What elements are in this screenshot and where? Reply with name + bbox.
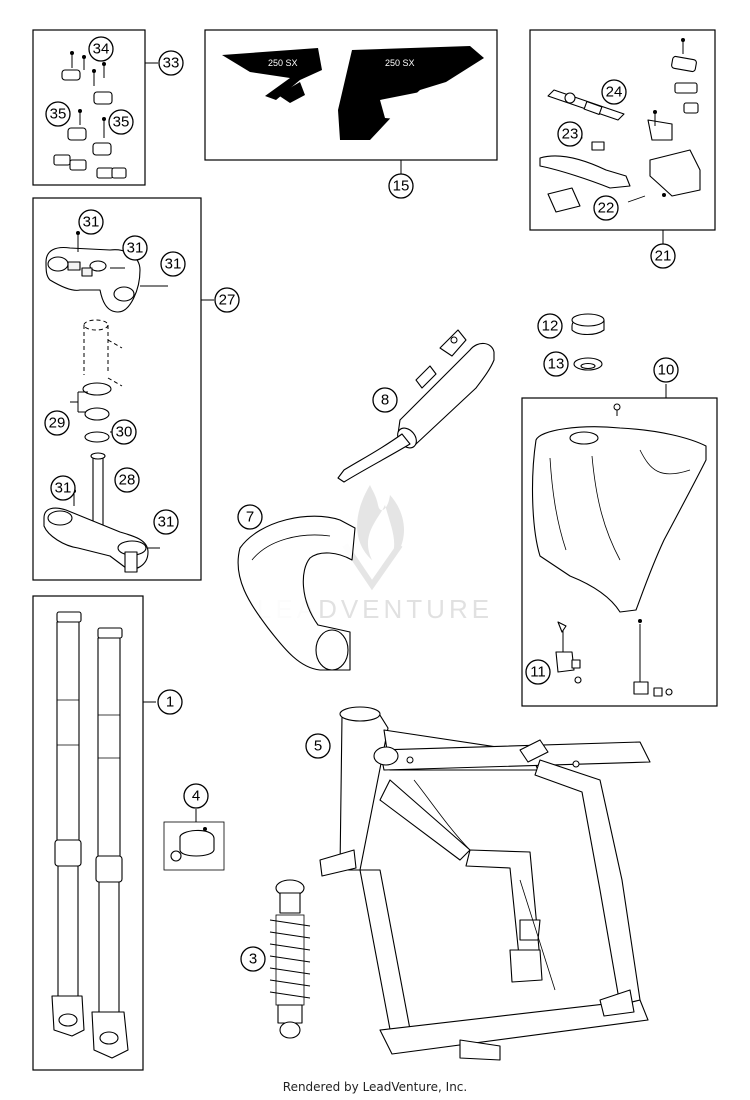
callout-5: 5 bbox=[305, 733, 331, 759]
callout-29: 29 bbox=[44, 410, 70, 436]
svg-text:10: 10 bbox=[658, 362, 675, 379]
lower-triple-clamp bbox=[43, 452, 160, 573]
svg-text:31: 31 bbox=[158, 514, 175, 531]
callout-22: 22 bbox=[593, 195, 619, 221]
svg-text:8: 8 bbox=[381, 392, 389, 409]
svg-text:5: 5 bbox=[314, 738, 322, 755]
fork-left bbox=[51, 611, 85, 1037]
svg-text:12: 12 bbox=[542, 318, 559, 335]
svg-text:3: 3 bbox=[249, 951, 257, 968]
svg-text:31: 31 bbox=[165, 256, 182, 273]
callout-10: 10 bbox=[653, 357, 679, 383]
frame bbox=[319, 706, 651, 1061]
fuel-tap bbox=[555, 621, 582, 684]
svg-text:4: 4 bbox=[192, 788, 200, 805]
box-lever bbox=[529, 29, 716, 231]
svg-text:31: 31 bbox=[83, 214, 100, 231]
svg-text:28: 28 bbox=[119, 472, 136, 489]
fork-clamp-part bbox=[163, 809, 225, 871]
svg-text:29: 29 bbox=[49, 415, 66, 432]
callout-27: 27 bbox=[214, 287, 240, 313]
upper-triple-clamp bbox=[45, 231, 168, 313]
decal-left-text: 250 SX bbox=[268, 58, 298, 68]
svg-text:22: 22 bbox=[598, 200, 615, 217]
svg-text:27: 27 bbox=[219, 292, 236, 309]
svg-text:1: 1 bbox=[166, 694, 174, 711]
box-forks bbox=[32, 595, 144, 1071]
svg-text:35: 35 bbox=[50, 106, 67, 123]
callout-31-top: 31 bbox=[78, 209, 104, 235]
callout-15: 15 bbox=[388, 173, 414, 199]
steering-stem-dashed bbox=[83, 319, 123, 387]
svg-text:15: 15 bbox=[393, 178, 410, 195]
callout-8: 8 bbox=[372, 387, 398, 413]
svg-text:7: 7 bbox=[246, 509, 254, 526]
callout-11: 11 bbox=[525, 659, 551, 685]
svg-text:35: 35 bbox=[113, 114, 130, 131]
callout-31-right: 31 bbox=[160, 251, 186, 277]
svg-text:24: 24 bbox=[606, 84, 623, 101]
callout-12: 12 bbox=[537, 313, 563, 339]
callout-31-mid: 31 bbox=[122, 235, 148, 261]
callout-21: 21 bbox=[650, 243, 676, 269]
callout-31-lower-right: 31 bbox=[153, 509, 179, 535]
clamp-parts bbox=[53, 51, 127, 179]
box-fuel-tank bbox=[521, 397, 718, 707]
callout-24: 24 bbox=[601, 79, 627, 105]
silencer bbox=[337, 329, 495, 483]
callout-30: 30 bbox=[111, 419, 137, 445]
callout-1: 1 bbox=[157, 689, 183, 715]
svg-text:13: 13 bbox=[548, 356, 565, 373]
decal-right: 250 SX bbox=[338, 46, 484, 140]
callout-35-left: 35 bbox=[45, 101, 71, 127]
box-decals bbox=[204, 29, 498, 161]
svg-text:11: 11 bbox=[530, 664, 546, 681]
callout-33: 33 bbox=[158, 50, 184, 76]
decal-left: 250 SX bbox=[222, 48, 322, 103]
svg-text:33: 33 bbox=[163, 55, 180, 72]
footer-credit: Rendered by LeadVenture, Inc. bbox=[282, 1080, 468, 1094]
callout-3: 3 bbox=[240, 946, 266, 972]
svg-text:23: 23 bbox=[562, 126, 579, 143]
box-clamps bbox=[32, 29, 146, 186]
svg-text:31: 31 bbox=[127, 240, 144, 257]
bearings bbox=[70, 382, 114, 443]
decal-right-text: 250 SX bbox=[385, 58, 415, 68]
svg-text:31: 31 bbox=[55, 480, 72, 497]
callout-23: 23 bbox=[557, 121, 583, 147]
shock-absorber bbox=[269, 879, 311, 1039]
box-triple-clamp bbox=[32, 197, 202, 581]
callout-13: 13 bbox=[543, 351, 569, 377]
fuel-cap bbox=[571, 313, 605, 371]
callout-34: 34 bbox=[88, 36, 114, 62]
exhaust-pipe bbox=[237, 515, 356, 671]
svg-text:30: 30 bbox=[116, 424, 133, 441]
callout-4: 4 bbox=[183, 783, 209, 809]
callout-31-lower-left: 31 bbox=[50, 475, 76, 501]
callout-7: 7 bbox=[237, 504, 263, 530]
lever-parts bbox=[539, 38, 701, 213]
svg-text:34: 34 bbox=[93, 41, 110, 58]
callout-35-right: 35 bbox=[108, 109, 134, 135]
callout-28: 28 bbox=[114, 467, 140, 493]
svg-text:21: 21 bbox=[655, 248, 672, 265]
fuel-tank bbox=[531, 403, 707, 697]
fork-right bbox=[91, 627, 129, 1059]
